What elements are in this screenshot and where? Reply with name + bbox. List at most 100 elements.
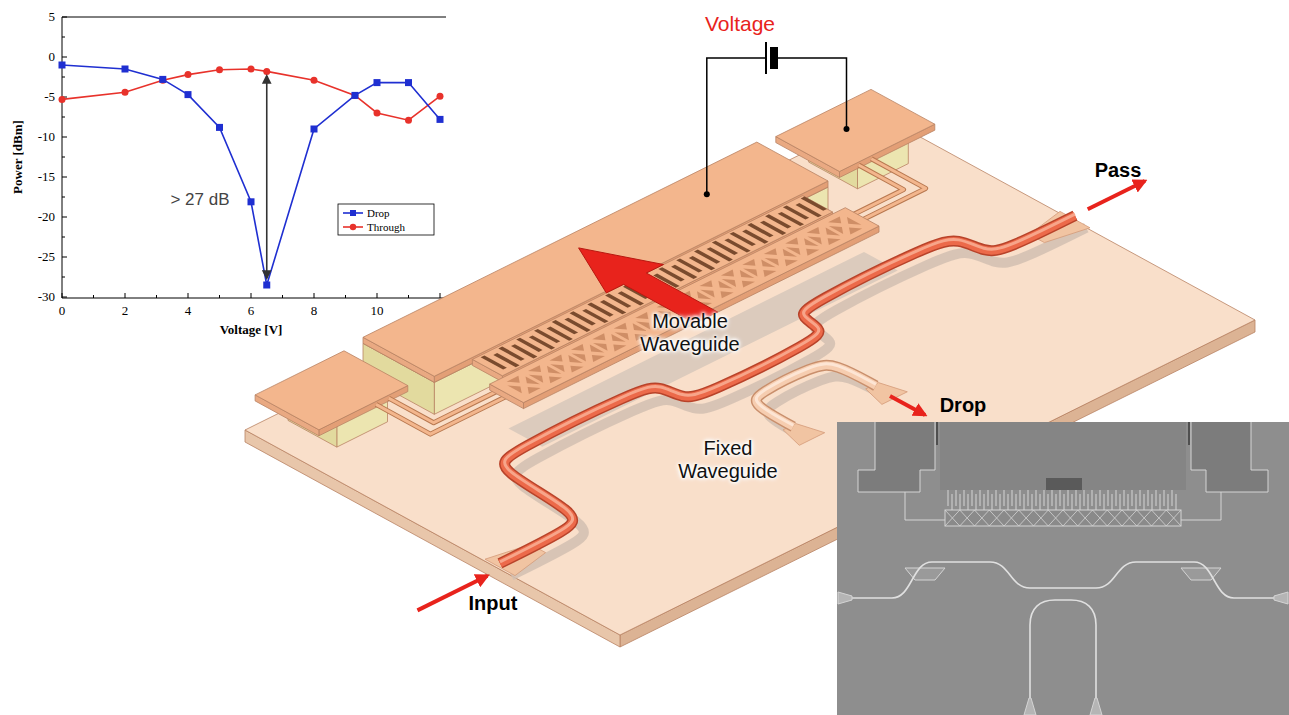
comb-finger-gap — [801, 197, 827, 211]
tick-label: 6 — [248, 303, 255, 319]
tick-mark — [62, 57, 67, 58]
sem-comb-finger — [1140, 490, 1141, 506]
sem-comb-finger — [1136, 494, 1137, 510]
extinction-annotation: > 27 dB — [170, 190, 229, 210]
sem-comb-finger — [1092, 490, 1093, 506]
tick-mark — [62, 237, 65, 238]
sem-trench — [1188, 422, 1190, 445]
chart-background — [0, 0, 446, 372]
truss-cutout — [807, 237, 821, 245]
sem-truss — [1004, 510, 1019, 526]
sem-comb-finger — [1020, 490, 1021, 506]
sem-comb-finger — [1016, 494, 1017, 510]
sem-comb-finger — [1152, 494, 1153, 510]
tick-label: -5 — [44, 89, 55, 105]
truss-cutout — [528, 365, 541, 372]
electrode-pad — [255, 351, 408, 430]
sem-truss — [1152, 510, 1167, 526]
sem-comb-finger — [1108, 490, 1109, 506]
tick-label: -10 — [38, 129, 55, 145]
truss-cutout — [806, 249, 819, 256]
sem-truss — [1063, 510, 1078, 526]
sem-comb-finger — [1112, 494, 1113, 510]
sem-anchor — [905, 568, 1221, 580]
sem-comb-finger — [1160, 494, 1161, 510]
through-marker — [437, 93, 444, 100]
truss-cutout — [722, 279, 737, 287]
contact-dot — [844, 126, 850, 132]
truss-cutout — [549, 376, 562, 383]
truss-cutout — [785, 259, 798, 266]
sem-comb-finger — [1088, 494, 1089, 510]
sem-shuttle — [945, 510, 1181, 526]
comb-drive — [472, 196, 832, 376]
sem-comb-finger — [980, 490, 981, 506]
spring-beam — [862, 159, 926, 220]
drop-marker — [311, 126, 318, 133]
drop-marker — [351, 92, 358, 99]
tick-label: 0 — [59, 303, 66, 319]
legend-box — [338, 204, 434, 235]
sem-comb-finger — [1064, 494, 1065, 510]
sem-comb-finger — [972, 490, 973, 506]
tick-mark — [251, 293, 252, 298]
sem-comb-finger — [1104, 494, 1105, 510]
sem-pad — [1191, 422, 1268, 492]
voltage-label: Voltage — [705, 12, 775, 36]
legend-label: Drop — [367, 207, 390, 219]
sem-comb-finger — [1172, 490, 1173, 506]
drop-marker — [122, 66, 129, 73]
inset-chart — [0, 0, 472, 372]
truss-cutout — [550, 364, 564, 372]
sem-feature — [1046, 478, 1082, 490]
component-label: Movable Waveguide — [630, 310, 750, 356]
sem-taper — [838, 592, 1288, 715]
truss-cutout — [849, 228, 862, 235]
axis-title: Voltage [V] — [220, 322, 283, 338]
sem-comb-finger — [1168, 494, 1169, 510]
truss-cutout — [764, 248, 777, 255]
truss-cutout — [828, 216, 841, 223]
contact-dot — [704, 191, 710, 197]
tick-mark — [62, 157, 65, 158]
legend-swatch — [350, 224, 356, 230]
sem-comb-finger — [1116, 490, 1117, 506]
truss-cutout — [721, 270, 734, 277]
truss-cutout — [592, 333, 605, 340]
truss-cutout — [593, 343, 608, 351]
sem-truss — [1137, 510, 1152, 526]
tick-mark — [314, 293, 315, 298]
tick-mark — [282, 295, 283, 298]
tick-mark — [408, 295, 409, 298]
sem-truss — [1122, 510, 1137, 526]
battery-symbol — [765, 42, 767, 74]
tick-mark — [62, 197, 65, 198]
truss-cutout — [763, 270, 776, 277]
sem-comb-finger — [996, 490, 997, 506]
drop-marker — [216, 124, 223, 131]
sem-comb-finger — [984, 494, 985, 510]
sem-comb-finger — [1124, 490, 1125, 506]
truss-cutout — [721, 291, 734, 298]
truss-cutout — [743, 269, 757, 277]
truss-cutout — [507, 376, 520, 383]
sem-truss — [1107, 510, 1122, 526]
drop-marker — [248, 198, 255, 205]
drop-marker — [437, 116, 444, 123]
tick-mark — [62, 117, 65, 118]
tick-mark — [219, 295, 220, 298]
sem-comb-finger — [1036, 490, 1037, 506]
drop-marker — [263, 282, 270, 289]
sem-comb-finger — [1032, 494, 1033, 510]
sem-truss — [989, 510, 1004, 526]
sem-comb-finger — [1044, 490, 1045, 506]
sem-comb-finger — [976, 494, 977, 510]
sem-comb-finger — [1052, 490, 1053, 506]
spring-beam — [389, 391, 498, 423]
tick-mark — [62, 277, 65, 278]
drop-marker — [374, 79, 381, 86]
sem-truss — [1093, 510, 1108, 526]
sem-comb-finger — [1040, 494, 1041, 510]
truss-cutout — [570, 366, 583, 373]
truss-cutout — [765, 258, 779, 266]
